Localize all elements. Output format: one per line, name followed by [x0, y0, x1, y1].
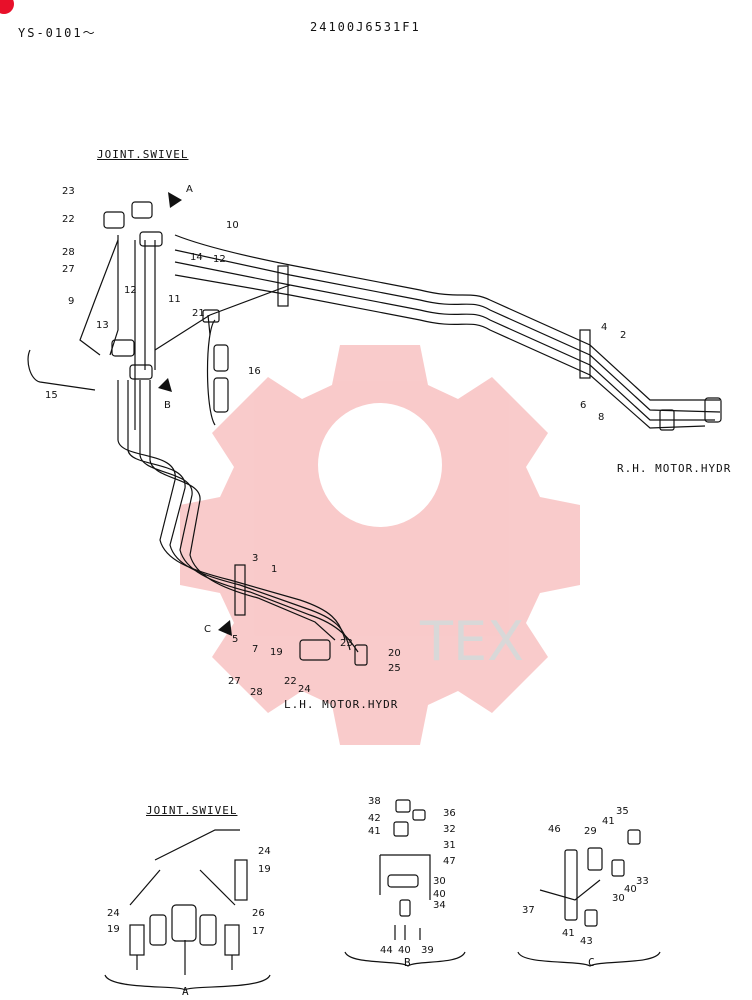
title-joint-swivel: JOINT.SWIVEL — [97, 148, 189, 161]
callout: 24 — [107, 908, 120, 919]
callout: 31 — [443, 840, 456, 851]
detail-c-label: C — [588, 956, 596, 969]
callout: 32 — [443, 824, 456, 835]
callout: C — [204, 624, 211, 635]
callout: 39 — [421, 945, 434, 956]
view-arrows — [158, 192, 232, 636]
callout: 13 — [96, 320, 109, 331]
title-rh-motor: R.H. MOTOR.HYDR — [617, 462, 732, 475]
callout: 10 — [226, 220, 239, 231]
callout: 40 — [433, 889, 446, 900]
callout: 46 — [548, 824, 561, 835]
callout: 44 — [380, 945, 393, 956]
view-c-arrow — [218, 620, 232, 636]
callout: 23 — [62, 186, 75, 197]
callout: 40 — [398, 945, 411, 956]
callout: 30 — [612, 893, 625, 904]
callout: 27 — [62, 264, 75, 275]
callout: A — [186, 184, 193, 195]
callout: 12 — [213, 254, 226, 265]
watermark-gear — [180, 345, 580, 745]
callout: 22 — [62, 214, 75, 225]
callout: 17 — [252, 926, 265, 937]
callout: 37 — [522, 905, 535, 916]
callout: 30 — [433, 876, 446, 887]
callout: 23 — [340, 638, 353, 649]
callout: 47 — [443, 856, 456, 867]
watermark-text: TEX — [419, 610, 524, 673]
callout: 24 — [298, 684, 311, 695]
callout: 11 — [168, 294, 181, 305]
detail-b-label: B — [404, 956, 412, 969]
callout: 41 — [602, 816, 615, 827]
callout: 8 — [598, 412, 605, 423]
callout: 3 — [252, 553, 259, 564]
callout: 36 — [443, 808, 456, 819]
callout: 43 — [580, 936, 593, 947]
callout: 1 — [271, 564, 278, 575]
callout: 4 — [601, 322, 608, 333]
callout: 42 — [368, 813, 381, 824]
callout: 21 — [192, 308, 205, 319]
callout: 12 — [124, 285, 137, 296]
callout: 5 — [232, 634, 239, 645]
callout: 24 — [258, 846, 271, 857]
callout: 40 — [624, 884, 637, 895]
view-b-arrow — [158, 378, 172, 392]
callout: 34 — [433, 900, 446, 911]
title-lh-motor: L.H. MOTOR.HYDR — [284, 698, 399, 711]
callout: 16 — [248, 366, 261, 377]
callout: 19 — [258, 864, 271, 875]
callout: 6 — [580, 400, 587, 411]
callout: 25 — [388, 663, 401, 674]
callout: 2 — [620, 330, 627, 341]
callout: 41 — [562, 928, 575, 939]
callout: 20 — [388, 648, 401, 659]
callout: 9 — [68, 296, 75, 307]
callout: 35 — [616, 806, 629, 817]
callout: 33 — [636, 876, 649, 887]
header-left-code: YS-0101～ — [18, 26, 97, 40]
callout: 41 — [368, 826, 381, 837]
callout: 26 — [252, 908, 265, 919]
callout: 27 — [228, 676, 241, 687]
callout: 15 — [45, 390, 58, 401]
callout: 28 — [250, 687, 263, 698]
callout: 19 — [107, 924, 120, 935]
callout: B — [164, 400, 171, 411]
callout: 29 — [584, 826, 597, 837]
view-a-arrow — [168, 192, 182, 208]
callout: 19 — [270, 647, 283, 658]
title-joint-swivel-detail: JOINT.SWIVEL — [146, 804, 238, 817]
callout: 28 — [62, 247, 75, 258]
callout: 38 — [368, 796, 381, 807]
corner-marker — [0, 0, 14, 14]
callout: 22 — [284, 676, 297, 687]
callout: 7 — [252, 644, 259, 655]
detail-a-label: A — [182, 985, 190, 998]
callout: 14 — [190, 252, 203, 263]
header-part-number: 24100J6531F1 — [310, 20, 421, 34]
